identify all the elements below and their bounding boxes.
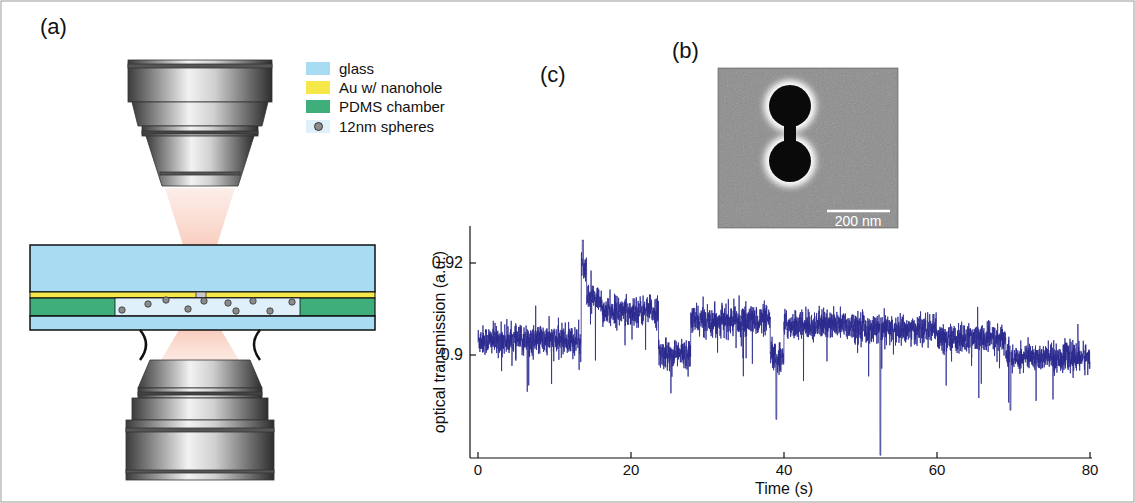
- legend-entry: glass: [306, 59, 374, 77]
- tick-label: 60: [929, 461, 946, 478]
- legend-entry: 12nm spheres: [306, 117, 434, 135]
- legend-label: glass: [339, 60, 374, 77]
- legend-entry: PDMS chamber: [306, 97, 445, 115]
- axis-title: Time (s): [755, 480, 813, 498]
- legend-swatch: [306, 100, 330, 113]
- sem-frame: [718, 68, 898, 228]
- tick-label: 0: [474, 461, 482, 478]
- legend-swatch: [306, 120, 330, 133]
- sem-image: [718, 68, 898, 228]
- scale-bar-label: 200 nm: [835, 213, 882, 229]
- legend-label: 12nm spheres: [339, 118, 434, 135]
- panel-letter: (b): [672, 38, 699, 63]
- tick-label: 80: [1082, 461, 1099, 478]
- sample-stack: [30, 245, 375, 330]
- tick-label: 40: [776, 461, 793, 478]
- objective-lens: [126, 330, 274, 480]
- legend-swatch: [306, 81, 330, 94]
- legend-label: PDMS chamber: [339, 98, 445, 115]
- signal-trace: [478, 240, 1090, 455]
- legend-swatch: [306, 62, 330, 75]
- tick-label: 20: [623, 461, 640, 478]
- panel-letter: (c): [540, 62, 566, 87]
- sphere-symbol: [314, 122, 323, 131]
- legend-label: Au w/ nanohole: [339, 79, 442, 96]
- panel-letter: (a): [40, 14, 67, 39]
- chart-axes: [470, 226, 1092, 458]
- axis-title: optical transmission (a.u.): [431, 251, 449, 433]
- objective-lens: [128, 60, 272, 186]
- legend-entry: Au w/ nanohole: [306, 78, 442, 96]
